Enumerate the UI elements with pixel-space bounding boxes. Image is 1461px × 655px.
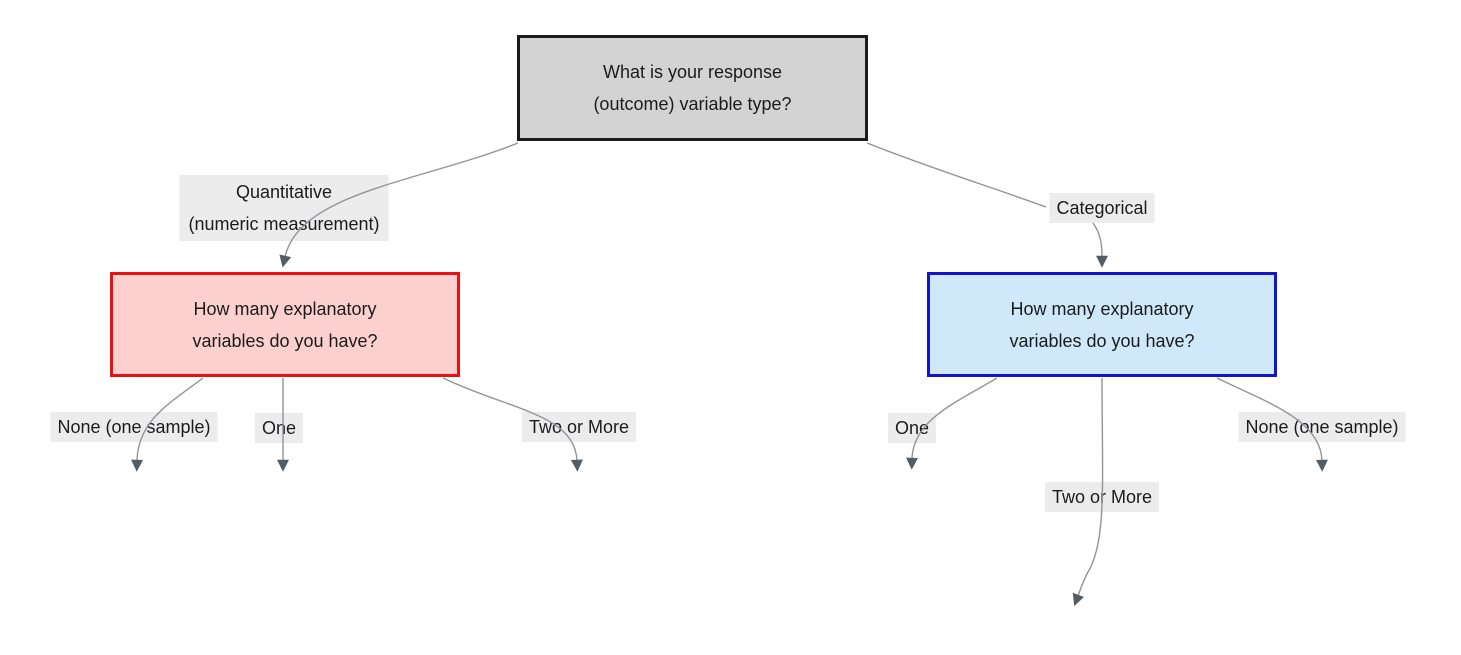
edge-label-categorical: Categorical [1049, 193, 1155, 223]
edge-label-cat-two-or-more: Two or More [1044, 482, 1160, 512]
edge-label-quantitative-line1: Quantitative [235, 182, 333, 202]
edge-label-cat-one-text: One [894, 418, 930, 438]
node-categorical-explanatory-count-line2: variables do you have? [1009, 330, 1195, 351]
node-categorical-explanatory-count-line1: How many explanatory [1010, 298, 1194, 319]
edge-label-cat-two-or-more-text: Two or More [1051, 487, 1153, 507]
edge-label-quant-two-or-more-text: Two or More [528, 417, 630, 437]
edge-label-categorical-text: Categorical [1056, 198, 1148, 218]
edge-label-quantitative: Quantitative (numeric measurement) [179, 175, 389, 241]
edge-label-quant-none: None (one sample) [50, 412, 218, 442]
edge-label-quant-none-text: None (one sample) [57, 417, 211, 437]
edge-label-cat-none: None (one sample) [1238, 412, 1406, 442]
edge-label-quant-one: One [254, 413, 304, 443]
edge-label-quantitative-line2: (numeric measurement) [188, 214, 380, 234]
node-response-variable-type-line1: What is your response [602, 62, 783, 82]
node-quantitative-explanatory-count-line1: How many explanatory [193, 298, 377, 319]
edge-root-to-categorical [866, 142, 1047, 208]
edge-label-quant-one-text: One [261, 418, 297, 438]
node-quantitative-explanatory-count-line2: variables do you have? [192, 330, 378, 351]
node-response-variable-type: What is your response (outcome) variable… [517, 35, 868, 141]
node-response-variable-type-line2: (outcome) variable type? [593, 94, 792, 114]
edge-label-quant-two-or-more: Two or More [521, 412, 637, 442]
edge-categorical-to-node [1092, 222, 1108, 268]
node-categorical-explanatory-count: How many explanatory variables do you ha… [927, 272, 1277, 377]
node-quantitative-explanatory-count: How many explanatory variables do you ha… [110, 272, 460, 377]
edge-label-cat-one: One [887, 413, 937, 443]
edge-label-cat-none-text: None (one sample) [1245, 417, 1399, 437]
